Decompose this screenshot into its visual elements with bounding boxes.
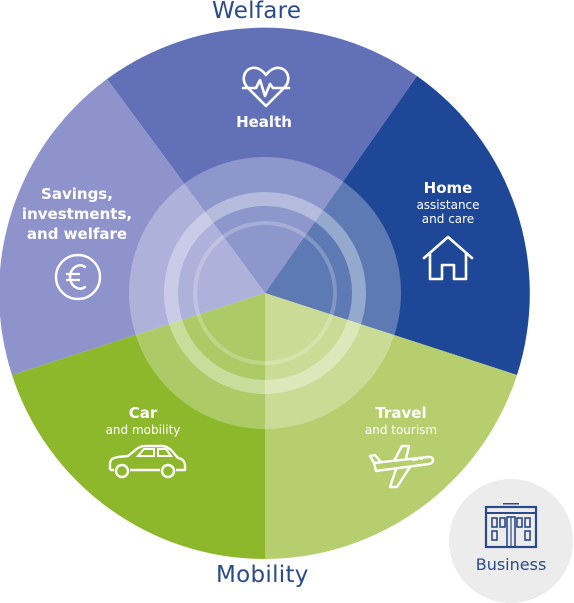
airplane-icon [368, 443, 436, 491]
office-building-icon [483, 503, 539, 549]
house-icon [421, 233, 475, 283]
savings-line3: and welfare [12, 224, 142, 244]
home-title: Home [398, 180, 498, 197]
health-title: Health [214, 114, 314, 131]
car-subtitle: and mobility [93, 424, 193, 438]
travel-label: Travel and tourism [351, 405, 451, 438]
home-subtitle-line2: and care [398, 213, 498, 227]
car-icon [106, 444, 188, 480]
travel-subtitle: and tourism [351, 424, 451, 438]
home-label: Home assistance and care [398, 180, 498, 227]
business-label: Business [449, 555, 573, 574]
savings-label: Savings, investments, and welfare [12, 184, 142, 244]
savings-line1: Savings, [12, 184, 142, 204]
travel-title: Travel [351, 405, 451, 422]
mobility-label: Mobility [216, 562, 309, 588]
heart-pulse-icon [240, 64, 292, 110]
car-title: Car [93, 405, 193, 422]
center-rings [129, 157, 401, 429]
euro-icon [53, 252, 103, 302]
welfare-label: Welfare [212, 0, 301, 24]
business-badge[interactable]: Business [449, 479, 573, 603]
home-subtitle-line1: assistance [398, 199, 498, 213]
car-label: Car and mobility [93, 405, 193, 438]
savings-line2: investments, [12, 204, 142, 224]
health-label: Health [214, 114, 314, 131]
